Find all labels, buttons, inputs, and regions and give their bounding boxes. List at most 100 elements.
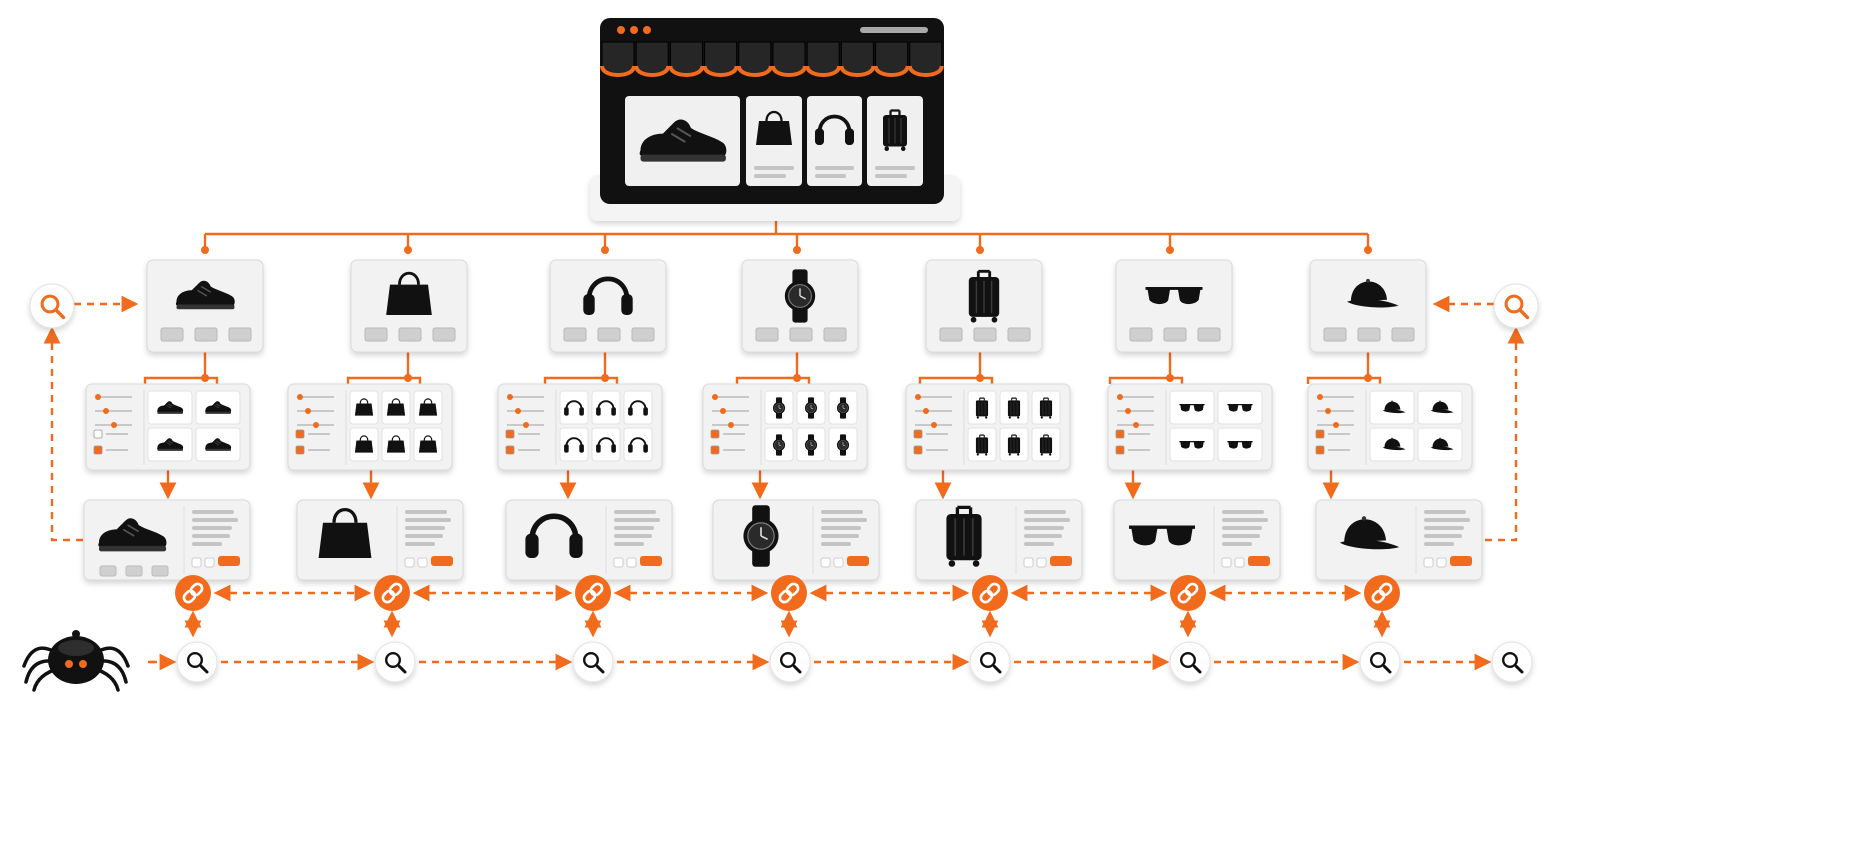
listing-product-tile[interactable] xyxy=(413,427,443,462)
featured-product xyxy=(639,119,727,162)
listing-product-tile[interactable] xyxy=(828,427,858,462)
tile-product xyxy=(836,434,850,456)
listing-product-tile[interactable] xyxy=(381,390,411,425)
link-chain-left xyxy=(1177,589,1192,604)
listing-product-tile[interactable] xyxy=(1369,390,1415,425)
left-search-node[interactable] xyxy=(29,283,75,329)
link-node[interactable] xyxy=(1364,575,1400,611)
filter-sidebar[interactable] xyxy=(913,394,952,455)
listing-product-tile[interactable] xyxy=(967,427,997,462)
listing-card-suitcase[interactable] xyxy=(905,383,1071,471)
listing-product-tile[interactable] xyxy=(796,427,826,462)
search-node[interactable] xyxy=(1359,641,1401,683)
filter-sidebar[interactable] xyxy=(505,394,544,455)
search-node[interactable] xyxy=(1169,641,1211,683)
category-card-handbag[interactable] xyxy=(350,259,468,353)
listing-product-tile[interactable] xyxy=(559,390,589,425)
listing-product-tile[interactable] xyxy=(591,427,621,462)
right-search-node[interactable] xyxy=(1493,283,1539,329)
search-node[interactable] xyxy=(374,641,416,683)
filter-sidebar[interactable] xyxy=(295,394,334,455)
listing-product-tile[interactable] xyxy=(559,427,589,462)
listing-card-sunglasses[interactable] xyxy=(1107,383,1273,471)
listing-product-tile[interactable] xyxy=(147,427,193,462)
listing-product-tile[interactable] xyxy=(147,390,193,425)
product-detail-card-sneaker[interactable] xyxy=(83,499,251,581)
text-placeholder xyxy=(1424,542,1454,546)
listing-product-tile[interactable] xyxy=(1369,427,1415,462)
listing-product-tile[interactable] xyxy=(999,427,1029,462)
tile-bg xyxy=(591,390,621,425)
tile-bg xyxy=(1169,390,1215,425)
category-card-sunglasses[interactable] xyxy=(1115,259,1233,353)
product-detail-card-headphones[interactable] xyxy=(505,499,673,581)
link-node[interactable] xyxy=(771,575,807,611)
suitcase-handle xyxy=(976,269,992,277)
listing-card-watch[interactable] xyxy=(702,383,868,471)
search-node[interactable] xyxy=(572,641,614,683)
filter-sidebar[interactable] xyxy=(93,394,132,455)
category-card-cap[interactable] xyxy=(1309,259,1427,353)
link-node[interactable] xyxy=(972,575,1008,611)
listing-card-sneaker[interactable] xyxy=(85,383,251,471)
listing-product-tile[interactable] xyxy=(1031,390,1061,425)
listing-product-tile[interactable] xyxy=(349,427,379,462)
filter-sidebar[interactable] xyxy=(710,394,749,455)
listing-product-tile[interactable] xyxy=(381,427,411,462)
link-node[interactable] xyxy=(575,575,611,611)
checkbox-icon xyxy=(505,445,515,455)
listing-product-tile[interactable] xyxy=(828,390,858,425)
filter-slider-knob xyxy=(95,394,101,400)
listing-product-tile[interactable] xyxy=(623,427,653,462)
category-card-headphones[interactable] xyxy=(549,259,667,353)
listing-product-tile[interactable] xyxy=(195,390,241,425)
category-card-watch[interactable] xyxy=(741,259,859,353)
listing-product-tile[interactable] xyxy=(999,390,1029,425)
listing-product-tile[interactable] xyxy=(591,390,621,425)
featured-product-card[interactable] xyxy=(867,96,923,186)
listing-product-tile[interactable] xyxy=(1417,390,1463,425)
text-placeholder xyxy=(1424,518,1470,522)
search-node[interactable] xyxy=(769,641,811,683)
listing-product-tile[interactable] xyxy=(195,427,241,462)
listing-product-tile[interactable] xyxy=(1417,427,1463,462)
link-node[interactable] xyxy=(374,575,410,611)
listing-product-tile[interactable] xyxy=(1169,427,1215,462)
tile-bg xyxy=(559,427,589,462)
search-node[interactable] xyxy=(176,641,218,683)
featured-product-card[interactable] xyxy=(807,96,862,186)
listing-product-tile[interactable] xyxy=(796,390,826,425)
product-detail-card-watch[interactable] xyxy=(712,499,880,581)
search-node-circle xyxy=(969,641,1011,683)
listing-product-tile[interactable] xyxy=(1217,390,1263,425)
listing-product-tile[interactable] xyxy=(764,390,794,425)
featured-product-card[interactable] xyxy=(625,96,740,186)
product-detail-card-sunglasses[interactable] xyxy=(1113,499,1281,581)
listing-product-tile[interactable] xyxy=(623,390,653,425)
listing-product-tile[interactable] xyxy=(1217,427,1263,462)
product-detail-card-suitcase[interactable] xyxy=(915,499,1083,581)
product-detail-card-handbag[interactable] xyxy=(296,499,464,581)
featured-product-card[interactable] xyxy=(746,96,802,186)
search-node[interactable] xyxy=(969,641,1011,683)
product-detail-card-cap[interactable] xyxy=(1315,499,1483,581)
listing-card-handbag[interactable] xyxy=(287,383,453,471)
link-node[interactable] xyxy=(175,575,211,611)
search-results-node[interactable] xyxy=(1491,641,1533,683)
listing-product-tile[interactable] xyxy=(764,427,794,462)
category-card-sneaker[interactable] xyxy=(146,259,264,353)
link-node[interactable] xyxy=(1170,575,1206,611)
listing-product-tile[interactable] xyxy=(1031,427,1061,462)
filter-sidebar[interactable] xyxy=(1115,394,1154,455)
listing-product-tile[interactable] xyxy=(349,390,379,425)
filter-sidebar[interactable] xyxy=(1315,394,1354,455)
listing-product-tile[interactable] xyxy=(967,390,997,425)
add-to-cart-button xyxy=(640,556,662,566)
listing-product-tile[interactable] xyxy=(413,390,443,425)
link-icon xyxy=(979,582,1001,604)
listing-card-cap[interactable] xyxy=(1307,383,1473,471)
listing-product-tile[interactable] xyxy=(1169,390,1215,425)
category-card-suitcase[interactable] xyxy=(925,259,1043,353)
listing-card-headphones[interactable] xyxy=(497,383,663,471)
tile-product xyxy=(1382,437,1406,451)
